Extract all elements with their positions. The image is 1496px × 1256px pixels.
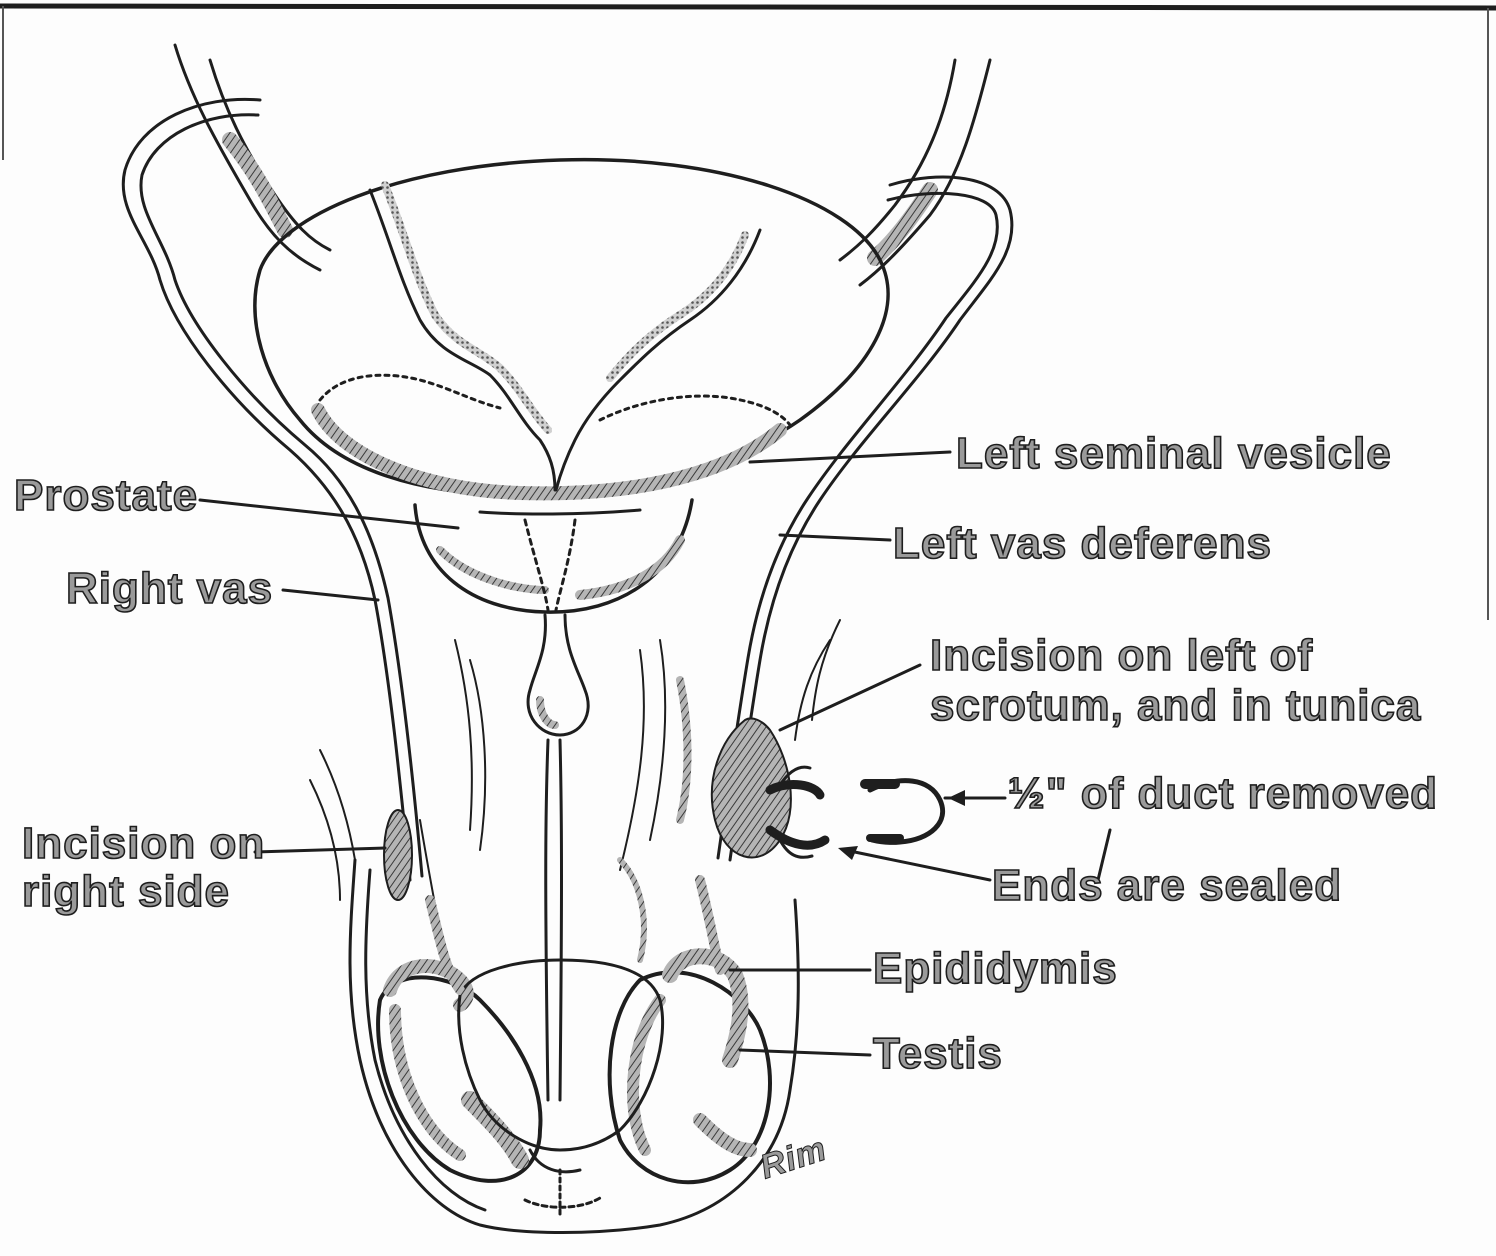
label-right-vas: Right vas (66, 565, 273, 613)
frame-top-border (0, 6, 1496, 8)
leader-prostate (200, 500, 458, 528)
prostate (415, 500, 692, 612)
leader-right-vas (283, 590, 378, 600)
leader-testis (740, 1050, 870, 1055)
label-incision-right-line1: Incision on (22, 820, 265, 868)
removed-duct-segment (865, 781, 943, 843)
label-testis: Testis (873, 1030, 1003, 1078)
leader-incision-right (255, 848, 385, 852)
left-epididymis (670, 956, 740, 1060)
arrow-duct-removed (948, 790, 965, 806)
leader-ends-sealed (845, 850, 990, 880)
label-ends-sealed: Ends are sealed (992, 862, 1342, 910)
label-incision-left-line2: scrotum, and in tunica (930, 682, 1421, 730)
label-epididymis: Epididymis (873, 945, 1118, 993)
label-incision-right-line2: right side (22, 868, 230, 916)
label-left-vas-deferens: Left vas deferens (893, 520, 1272, 568)
left-ureter (840, 60, 990, 285)
arrow-ends-sealed (838, 846, 858, 860)
label-left-seminal-vesicle: Left seminal vesicle (956, 430, 1392, 478)
right-ureter (175, 45, 330, 270)
urethra (528, 615, 588, 1100)
leader-incision-left (780, 665, 920, 730)
label-duct-removed: ½" of duct removed (1008, 770, 1438, 818)
left-incision (712, 718, 825, 857)
seminal-vesicles (320, 185, 790, 490)
label-prostate: Prostate (14, 472, 198, 520)
label-incision-left-line1: Incision on left of (930, 632, 1313, 680)
right-incision (384, 810, 412, 900)
